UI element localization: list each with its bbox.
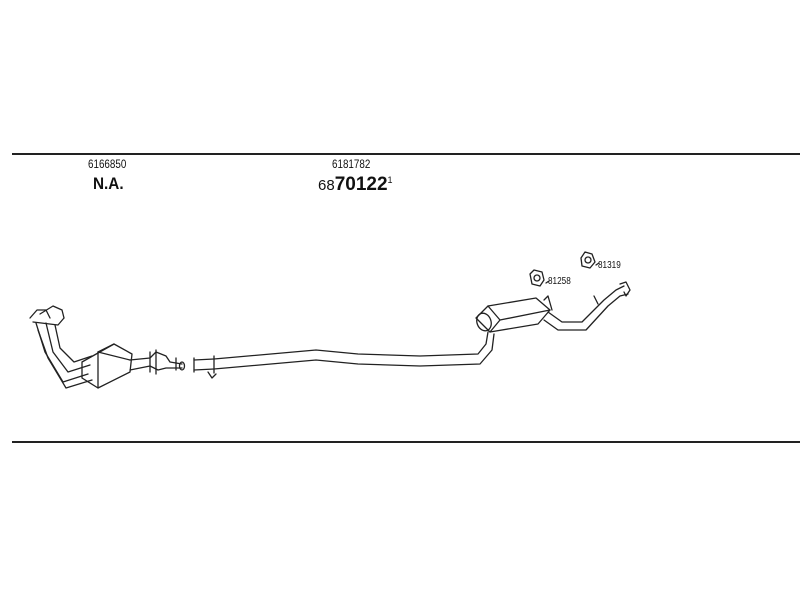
top-divider xyxy=(12,153,800,155)
front-pipe-connector xyxy=(129,349,186,375)
not-available-label: N.A. xyxy=(93,174,124,193)
part-number-6166850: 6166850 xyxy=(88,157,127,171)
part-code-main: 70122 xyxy=(334,174,388,195)
front-silencer xyxy=(81,343,133,389)
tail-pipe xyxy=(543,281,631,331)
part-code-prefix: 68 xyxy=(318,177,335,194)
mount-81258 xyxy=(529,269,550,287)
part-code-suffix: 1 xyxy=(387,175,393,185)
bracket-number-81258: 81258 xyxy=(548,276,571,287)
exhaust-manifold xyxy=(29,305,93,389)
bottom-divider xyxy=(12,441,800,443)
part-code-6870122: 68701221 xyxy=(318,175,393,194)
rear-silencer xyxy=(475,297,551,333)
bracket-number-81319: 81319 xyxy=(598,260,621,271)
mount-81319 xyxy=(580,251,600,269)
part-number-6181782: 6181782 xyxy=(332,157,371,171)
middle-pipe xyxy=(193,331,495,379)
